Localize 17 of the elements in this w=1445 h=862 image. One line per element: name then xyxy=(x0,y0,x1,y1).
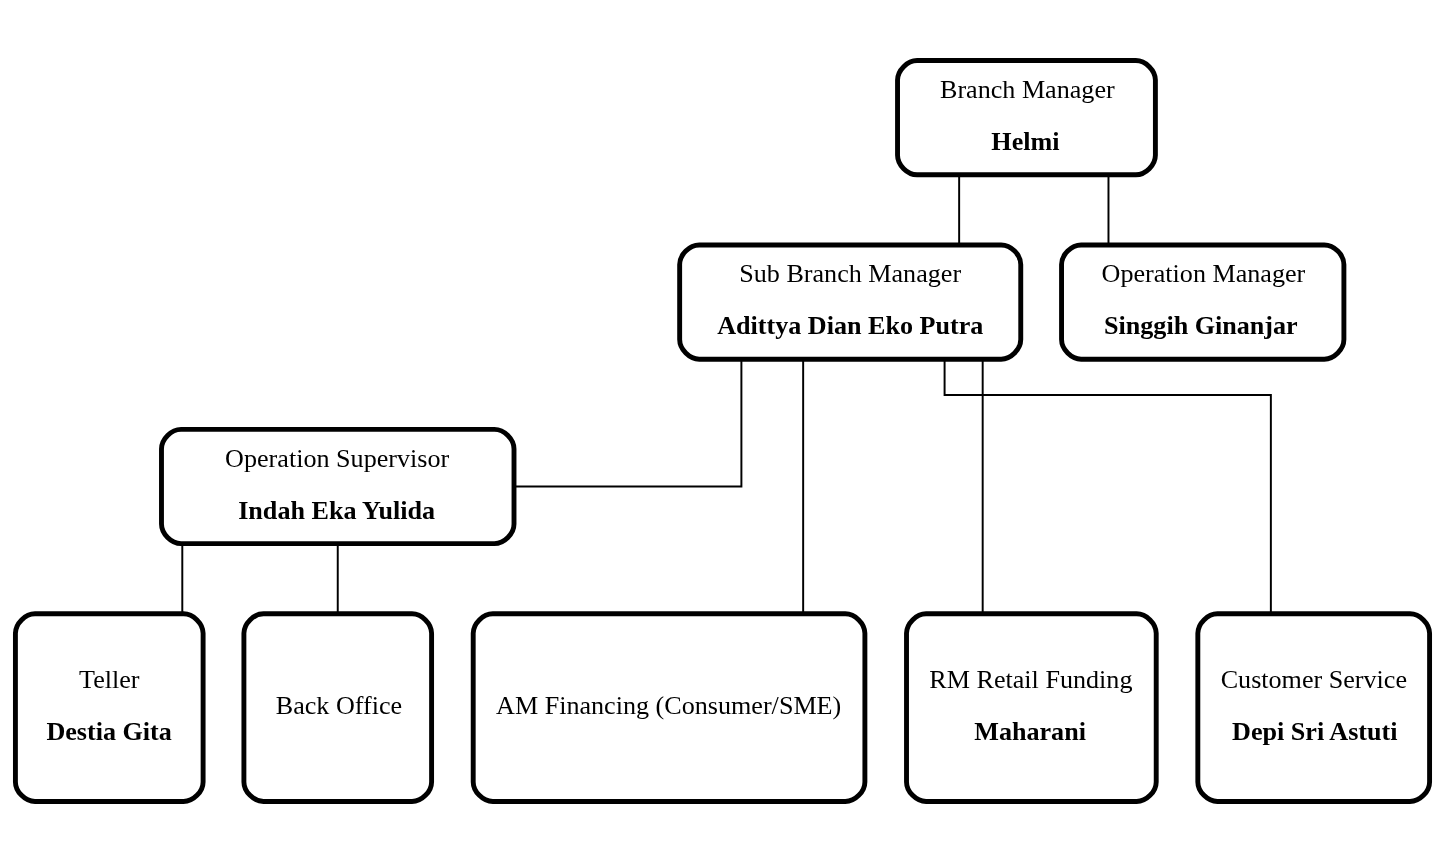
connector xyxy=(181,543,184,615)
connector xyxy=(958,174,961,246)
node-box: RM Retail Funding Maharani xyxy=(904,611,1159,804)
node-box: Back Office xyxy=(241,611,435,804)
node-box: Branch Manager Helmi xyxy=(895,58,1158,178)
connector xyxy=(981,358,984,615)
node-box: AM Financing (Consumer/SME) xyxy=(470,611,868,804)
node-box: Teller Destia Gita xyxy=(12,611,206,804)
node-box: Sub Branch Manager Adittya Dian Eko Putra xyxy=(677,242,1024,362)
connector xyxy=(336,543,339,615)
node-box: Operation Supervisor Indah Eka Yulida xyxy=(159,426,517,547)
connector xyxy=(943,358,1272,615)
node-box: Customer Service Depi Sri Astuti xyxy=(1195,611,1433,804)
connector xyxy=(802,358,805,615)
connector xyxy=(513,358,743,488)
node-box: Operation Manager Singgih Ginanjar xyxy=(1059,242,1347,362)
connector xyxy=(1107,174,1110,246)
